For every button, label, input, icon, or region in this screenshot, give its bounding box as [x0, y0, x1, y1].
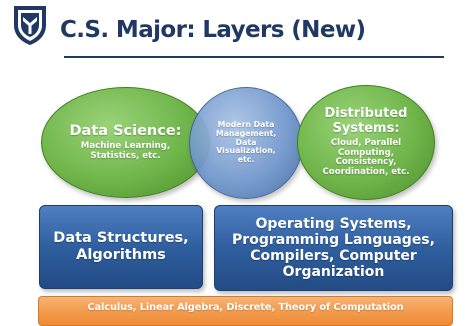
data-science-line: Statistics, etc. — [90, 150, 161, 161]
distributed-heading-line: Systems: — [332, 120, 400, 136]
distributed-heading: Distributed Systems: — [324, 105, 408, 137]
distributed-heading-line: Distributed — [324, 105, 408, 121]
operating-systems-line: Operating Systems, — [255, 215, 412, 232]
shield-icon — [14, 6, 46, 45]
data-structures-box: Data Structures, Algorithms — [39, 205, 203, 289]
math-foundation-bar: Calculus, Linear Algebra, Discrete, Theo… — [38, 296, 453, 326]
modern-data-text: Modern Data Management, Data Visualizati… — [215, 119, 277, 166]
operating-systems-line: Programming Languages, — [232, 231, 435, 248]
data-structures-text: Data Structures, Algorithms — [53, 230, 188, 265]
operating-systems-text: Operating Systems, Programming Languages… — [232, 216, 435, 280]
modern-data-ellipse: Modern Data Management, Data Visualizati… — [189, 87, 303, 199]
data-science-ellipse: Data Science: Machine Learning, Statisti… — [41, 87, 210, 198]
modern-data-line: Visualization, — [216, 146, 276, 156]
data-science-heading: Data Science: — [69, 123, 182, 140]
data-science-detail: Machine Learning, Statistics, etc. — [80, 140, 171, 162]
distributed-line: Computing, — [337, 147, 395, 158]
distributed-line: Cloud, Parallel — [330, 137, 402, 148]
distributed-systems-ellipse: Distributed Systems: Cloud, Parallel Com… — [297, 85, 435, 200]
operating-systems-line: Compilers, Computer — [250, 248, 417, 264]
math-foundation-text: Calculus, Linear Algebra, Discrete, Theo… — [87, 302, 404, 313]
modern-data-line: Management, — [215, 128, 277, 138]
title-underline — [64, 56, 444, 58]
modern-data-line: Modern Data — [217, 119, 275, 129]
distributed-line: Consistency, — [335, 157, 397, 168]
operating-systems-box: Operating Systems, Programming Languages… — [214, 205, 453, 291]
distributed-line: Coordination, etc. — [322, 167, 410, 178]
data-structures-line: Algorithms — [76, 247, 166, 263]
modern-data-line: Data — [235, 137, 257, 147]
data-structures-line: Data Structures, — [53, 229, 189, 246]
data-science-line: Machine Learning, — [80, 140, 171, 151]
distributed-detail: Cloud, Parallel Computing, Consistency, … — [322, 137, 410, 179]
modern-data-line: etc. — [237, 155, 255, 165]
operating-systems-line: Organization — [282, 264, 385, 281]
page-title: C.S. Major: Layers (New) — [60, 17, 366, 43]
